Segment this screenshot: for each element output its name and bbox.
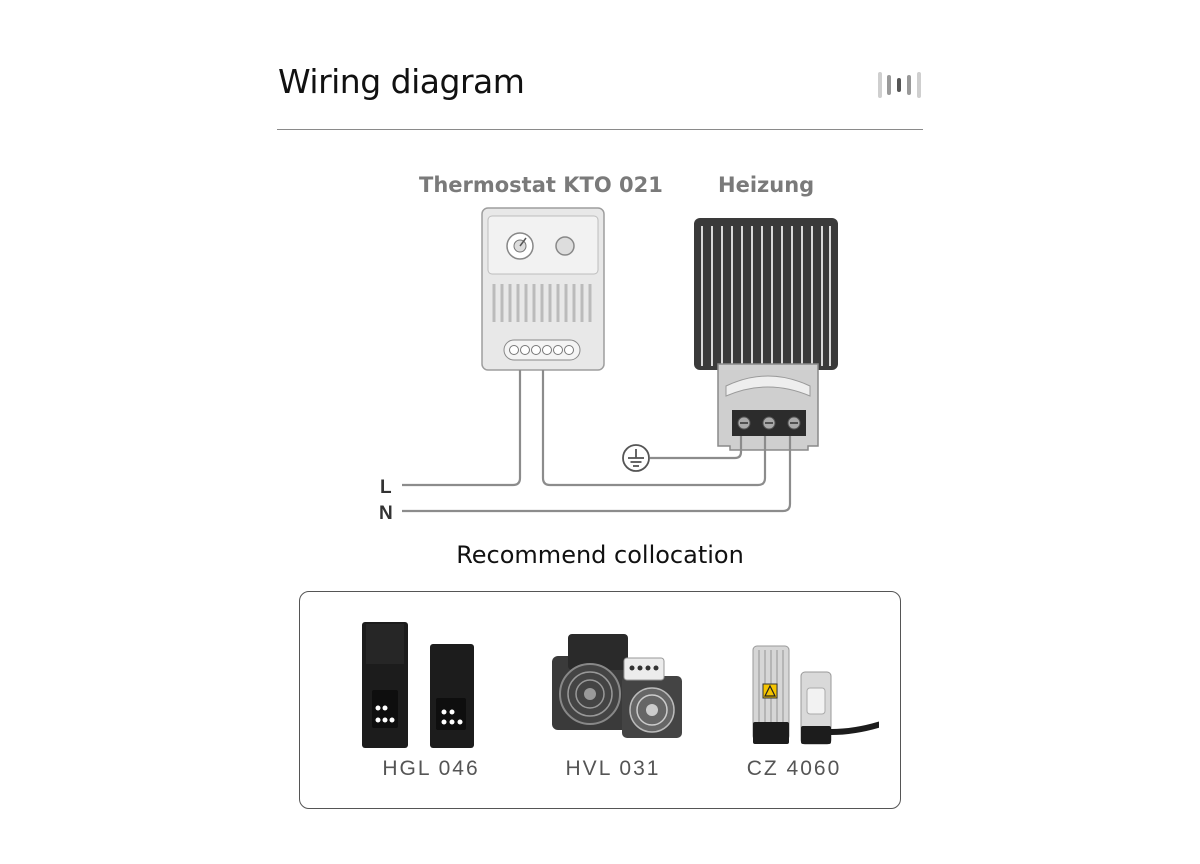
page-title: Wiring diagram	[278, 62, 525, 101]
thermostat-device	[481, 207, 605, 371]
thermostat-label: Thermostat KTO 021	[419, 173, 663, 197]
ground-icon	[622, 444, 650, 472]
bar-5	[917, 72, 921, 98]
hgl-heater-icon	[362, 622, 474, 748]
product-name: HGL 046	[382, 757, 480, 780]
bar-1	[878, 72, 882, 98]
recommend-box: HGL 046 HVL 031	[299, 591, 901, 809]
bar-4	[907, 75, 911, 95]
fan-heater-icon	[552, 634, 682, 738]
bars-decoration-icon	[877, 69, 923, 101]
cz-heater-icon	[752, 645, 879, 745]
heater-label: Heizung	[718, 173, 814, 197]
wires	[402, 370, 792, 513]
heater-device	[694, 218, 838, 451]
product-cz-4060[interactable]: CZ 4060	[709, 616, 879, 786]
line-N-label: N	[379, 503, 393, 524]
section-header: Wiring diagram	[277, 58, 923, 130]
line-L-label: L	[380, 477, 392, 498]
product-name: CZ 4060	[746, 757, 842, 780]
wiring-diagram: Thermostat KTO 021 Heizung	[379, 173, 838, 524]
product-hvl-031[interactable]: HVL 031	[528, 616, 698, 786]
product-name: HVL 031	[565, 757, 661, 780]
bar-3	[897, 78, 901, 92]
bar-2	[887, 75, 891, 95]
recommend-title: Recommend collocation	[456, 541, 744, 569]
product-hgl-046[interactable]: HGL 046	[346, 616, 516, 786]
